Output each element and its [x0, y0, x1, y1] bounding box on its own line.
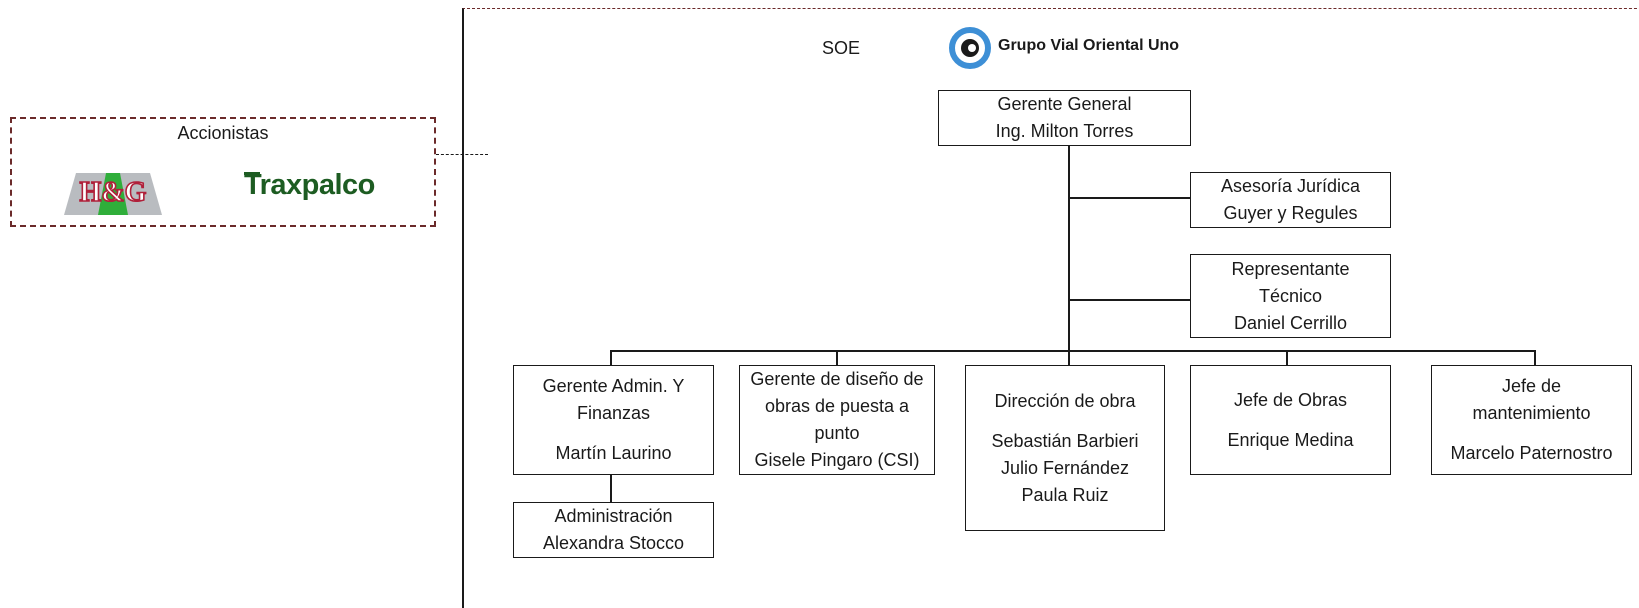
admin-finance-box: Gerente Admin. Y Finanzas Martín Laurino — [513, 365, 714, 475]
hg-logo: H&G — [64, 173, 162, 215]
connector-works-chief — [1286, 350, 1288, 365]
connector-design — [836, 350, 838, 365]
design-manager-line3: punto — [814, 423, 860, 443]
svg-text:H&G: H&G — [80, 177, 147, 208]
technical-representative-line2: Técnico — [1258, 285, 1323, 306]
technical-representative-name: Daniel Cerrillo — [1233, 312, 1348, 333]
maintenance-chief-box: Jefe de mantenimiento Marcelo Paternostr… — [1431, 365, 1632, 475]
works-direction-name: Sebastián Barbieri — [991, 430, 1139, 451]
maintenance-chief-name: Marcelo Paternostro — [1450, 443, 1613, 463]
general-manager-title: Gerente General — [997, 94, 1132, 114]
connector-admin — [610, 350, 612, 365]
works-chief-box: Jefe de Obras Enrique Medina — [1190, 365, 1391, 475]
traxpalco-logo: Traxpalco — [244, 169, 375, 201]
legal-advisory-name: Guyer y Regules — [1223, 203, 1358, 223]
maintenance-chief-line2: mantenimiento — [1472, 403, 1591, 423]
design-manager-line2: obras de puesta a — [764, 396, 910, 416]
administration-title: Administración — [554, 506, 673, 526]
works-direction-name: Julio Fernández — [1000, 457, 1130, 478]
design-manager-name: Gisele Pingaro (CSI) — [754, 450, 920, 470]
admin-finance-name: Martín Laurino — [555, 443, 672, 463]
connector-administration — [610, 475, 612, 502]
works-direction-name: Paula Ruiz — [1021, 484, 1109, 505]
connector-technical — [1068, 299, 1190, 301]
connector-horizontal-bus — [610, 350, 1535, 352]
general-manager-box: Gerente General Ing. Milton Torres — [938, 90, 1191, 146]
works-chief-name: Enrique Medina — [1227, 429, 1354, 450]
admin-finance-line1: Gerente Admin. Y — [542, 376, 685, 396]
traxpalco-logo-bar — [244, 172, 260, 175]
connector-maintenance — [1534, 350, 1536, 365]
design-manager-box: Gerente de diseño de obras de puesta a p… — [739, 365, 935, 475]
admin-finance-line2: Finanzas — [576, 403, 651, 423]
legal-advisory-box: Asesoría Jurídica Guyer y Regules — [1190, 172, 1391, 228]
works-chief-title: Jefe de Obras — [1233, 389, 1348, 410]
soe-frame — [462, 8, 1639, 608]
legal-advisory-title: Asesoría Jurídica — [1220, 176, 1361, 196]
design-manager-line1: Gerente de diseño de — [750, 369, 924, 389]
connector-legal — [1068, 197, 1190, 199]
company-name: Grupo Vial Oriental Uno — [998, 37, 1180, 54]
technical-representative-box: Representante Técnico Daniel Cerrillo — [1190, 254, 1391, 338]
administration-name: Alexandra Stocco — [542, 533, 685, 553]
works-direction-title: Dirección de obra — [994, 390, 1136, 411]
general-manager-name: Ing. Milton Torres — [995, 121, 1134, 141]
gvo-ring-logo-icon — [949, 27, 991, 69]
shareholders-panel: Accionistas H&G Traxpalco — [10, 117, 436, 227]
technical-representative-line1: Representante — [1231, 258, 1350, 279]
soe-label: SOE — [822, 38, 861, 58]
maintenance-chief-line1: Jefe de — [1501, 376, 1562, 396]
administration-box: Administración Alexandra Stocco — [513, 502, 714, 558]
connector-main-vertical — [1068, 146, 1070, 365]
works-direction-box: Dirección de obra Sebastián Barbieri Jul… — [965, 365, 1165, 531]
shareholders-title: Accionistas — [177, 123, 269, 143]
